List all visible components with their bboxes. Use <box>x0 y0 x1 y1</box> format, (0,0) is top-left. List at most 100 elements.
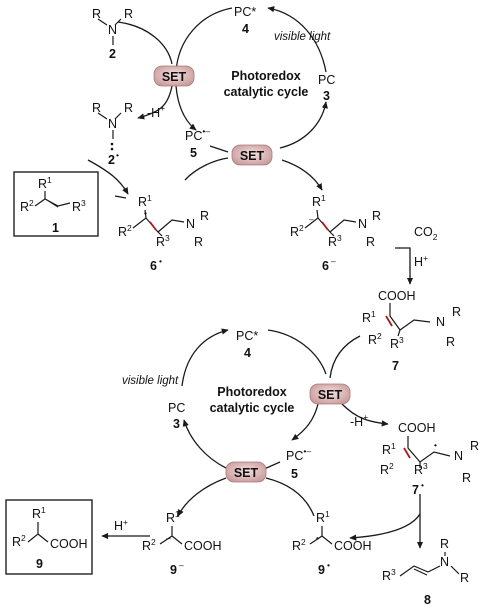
co2-label: CO2 <box>414 225 438 242</box>
pc-minus-number-b: 5 <box>291 467 298 481</box>
amine-2: R R N 2 <box>92 7 133 61</box>
svg-text:R: R <box>470 439 479 453</box>
pc-label: PC <box>318 73 335 87</box>
pcstar-number: 4 <box>242 22 249 36</box>
arc-to-carbanion <box>281 159 323 191</box>
arc-set-down <box>175 85 197 131</box>
arc-set-to-anion <box>177 477 227 517</box>
svg-text:R2: R2 <box>290 223 304 239</box>
set-badge-right: SET <box>309 383 351 405</box>
svg-text:•: • <box>316 533 319 543</box>
svg-text:R1: R1 <box>38 175 52 191</box>
svg-text:COOH: COOH <box>184 539 222 553</box>
svg-text:R3: R3 <box>414 461 428 477</box>
svg-text:N: N <box>454 449 463 463</box>
radical-7: COOH R1 R2 R3 N R R • 7 • <box>380 421 479 497</box>
svg-text:R1: R1 <box>362 309 376 325</box>
svg-text:R: R <box>460 571 469 585</box>
svg-text:R3: R3 <box>72 198 86 214</box>
svg-text:R3: R3 <box>328 233 342 249</box>
svg-text:COOH: COOH <box>378 289 416 303</box>
hplus-label: H+ <box>414 253 428 269</box>
svg-text:N: N <box>358 217 367 231</box>
arc-acid-to-set <box>329 335 361 379</box>
set-badge-left: SET <box>225 461 267 483</box>
svg-text:R: R <box>462 471 471 485</box>
svg-text:R: R <box>366 235 375 249</box>
svg-text:R: R <box>92 101 101 115</box>
product-9-box: R1 R2 COOH 9 <box>5 499 93 575</box>
minus-h-label: -H+ <box>147 103 165 120</box>
svg-text:N: N <box>108 23 117 37</box>
cycle-caption-line1: Photoredox <box>231 69 300 83</box>
svg-text:N: N <box>440 555 449 569</box>
amine-number: 2 <box>109 47 116 61</box>
svg-text:R1: R1 <box>32 505 46 521</box>
arc-pcminus-to-set <box>209 145 229 153</box>
pc-label-b: PC <box>168 401 185 415</box>
svg-text:R2: R2 <box>380 461 394 477</box>
svg-text:•: • <box>421 480 424 490</box>
acid-7: COOH R1 R2 R3 N R R 7 <box>362 289 461 373</box>
svg-text:N: N <box>436 315 445 329</box>
radical-adduct-6: R1 R2 R3 N R R • 6 • <box>118 193 209 273</box>
svg-text:R3: R3 <box>390 335 404 351</box>
svg-text:•: • <box>327 560 330 570</box>
cycle-caption-line2-b: catalytic cycle <box>210 401 295 415</box>
arc-set-to-pcminus-b <box>291 403 319 441</box>
svg-text:•: • <box>116 150 119 160</box>
svg-text:COOH: COOH <box>398 421 436 435</box>
arc-amine-in <box>117 21 173 65</box>
svg-text:SET: SET <box>162 70 187 84</box>
svg-text:R3: R3 <box>156 233 170 249</box>
radical-number-b: 7 <box>412 483 419 497</box>
acid-radical-number: 9 <box>318 563 325 577</box>
pc-number: 3 <box>323 89 330 103</box>
arc-pc-to-pcstar <box>267 6 327 73</box>
pcstar-label-b: PC* <box>236 329 258 343</box>
carbanion-number: 6 <box>322 259 329 273</box>
svg-text:R1: R1 <box>312 193 326 209</box>
top-photoredox-cycle: PC* 4 visible light PC 3 Photoredox cata… <box>13 5 438 285</box>
svg-text:•: • <box>159 256 162 266</box>
svg-text:–: – <box>331 256 336 266</box>
svg-text:–: – <box>309 214 314 224</box>
svg-text:N: N <box>186 217 195 231</box>
set-badge-lower: SET <box>231 144 273 166</box>
product-number: 9 <box>36 557 43 571</box>
svg-text:R2: R2 <box>20 198 34 214</box>
arc-set-to-pc <box>279 101 328 149</box>
pc-minus-number: 5 <box>190 146 197 160</box>
svg-text:R1: R1 <box>316 509 330 525</box>
amine-radical-number: 2 <box>108 153 115 167</box>
cycle-caption-line2: catalytic cycle <box>224 85 309 99</box>
pc-number-b: 3 <box>173 417 180 431</box>
svg-text:•: • <box>434 440 437 450</box>
minus-h-label-b: -H+ <box>350 412 368 429</box>
hplus-label-b: H+ <box>114 517 128 533</box>
svg-text:–: – <box>166 533 171 543</box>
alkene-1-box: R1 R2 R3 1 <box>13 171 99 237</box>
arc-alkene-in <box>114 195 127 199</box>
visible-light-label: visible light <box>274 31 331 43</box>
arc-bottom-left <box>184 157 229 181</box>
svg-text:R1: R1 <box>166 509 180 525</box>
radical-adduct-number: 6 <box>150 259 157 273</box>
svg-text:R3: R3 <box>382 567 396 583</box>
anion-9: R1 R2 COOH – 9 – <box>142 509 222 577</box>
svg-text:R1: R1 <box>382 441 396 457</box>
arc-pcstar-to-set-b <box>267 329 327 375</box>
svg-text:COOH: COOH <box>334 539 372 553</box>
svg-text:R2: R2 <box>368 331 382 347</box>
pc-minus-label: PC•– <box>185 126 210 143</box>
arc-fragment-left <box>349 513 421 541</box>
svg-text:COOH: COOH <box>50 537 88 551</box>
carbanion-6: R1 R2 R3 N R R – 6 – <box>290 193 381 273</box>
cycle-caption-line1-b: Photoredox <box>217 385 286 399</box>
svg-text:R2: R2 <box>118 223 132 239</box>
svg-text:R: R <box>194 235 203 249</box>
enamine-number: 8 <box>424 593 431 607</box>
svg-text:SET: SET <box>240 149 265 163</box>
svg-text:R: R <box>92 7 101 21</box>
svg-text:–: – <box>179 560 184 570</box>
